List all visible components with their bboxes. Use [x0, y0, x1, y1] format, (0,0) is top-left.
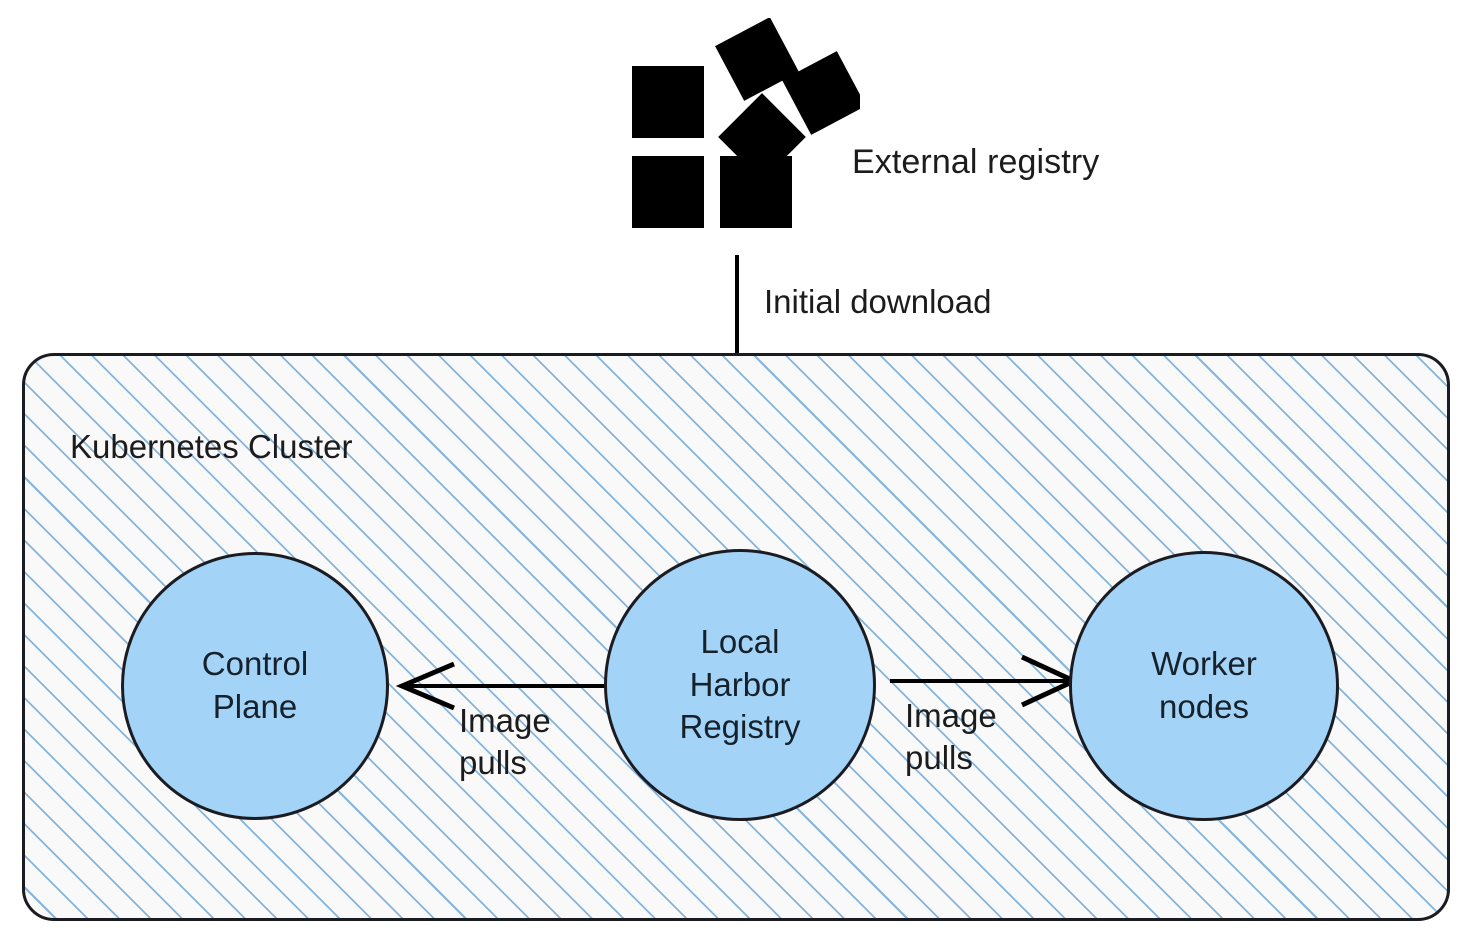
edge-harbor-to-control-plane-svg: [395, 661, 611, 711]
node-local-harbor-registry[interactable]: Local Harbor Registry: [604, 549, 876, 821]
node-local-harbor-registry-label: Local Harbor Registry: [679, 623, 801, 746]
registry-diamond-center: [718, 93, 806, 181]
registry-diamond-right: [782, 51, 866, 135]
edge-harbor-to-control-plane: [395, 660, 611, 716]
node-control-plane[interactable]: Control Plane: [121, 552, 389, 820]
external-registry-label: External registry: [852, 143, 1100, 181]
node-worker-nodes-label: Worker nodes: [1151, 645, 1257, 725]
edge-initial-download-label: Initial download: [764, 283, 992, 320]
external-registry-icon: [620, 17, 866, 243]
registry-diamond-top: [715, 17, 799, 101]
registry-square-bottom-left: [632, 156, 704, 228]
node-control-plane-label: Control Plane: [201, 645, 309, 725]
kubernetes-cluster-title: Kubernetes Cluster: [70, 428, 353, 465]
registry-square-top-left: [632, 66, 704, 138]
edge-harbor-to-worker-nodes-label: Image pulls: [905, 697, 997, 776]
edge-harbor-to-control-plane-label: Image pulls: [459, 702, 551, 781]
edge-left-pull-arrowhead: [395, 661, 455, 711]
external-registry-icon-svg: [632, 17, 866, 228]
node-worker-nodes[interactable]: Worker nodes: [1069, 551, 1339, 821]
